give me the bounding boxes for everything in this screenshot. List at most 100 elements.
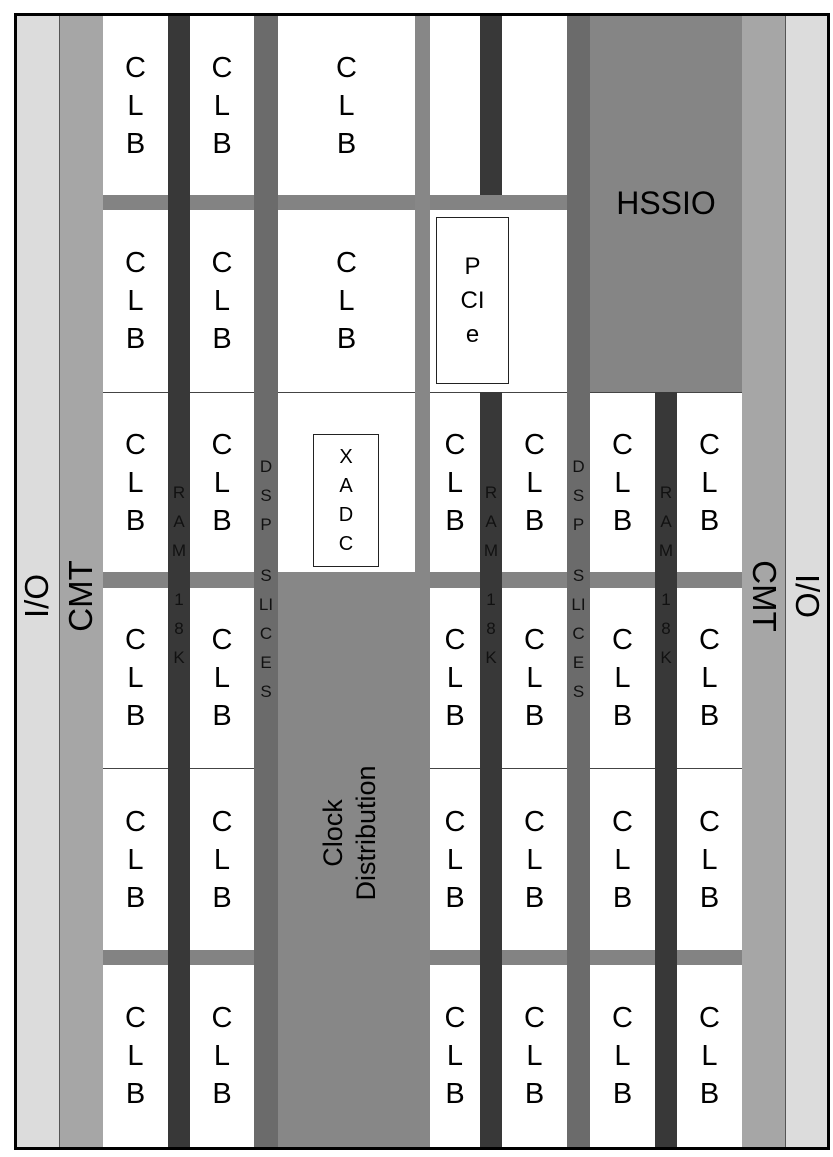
clb-label: CLB	[211, 428, 233, 537]
clb-block: CLB	[430, 392, 480, 572]
dsp-label: DSP SLICES	[567, 452, 590, 706]
routing-bar	[103, 195, 567, 210]
clb-label: CLB	[211, 805, 233, 914]
hssio-block	[590, 16, 742, 392]
io-column-left	[17, 16, 59, 1147]
clock-distribution-region	[278, 572, 430, 1147]
clb-label: CLB	[524, 428, 545, 537]
clb-label: CLB	[524, 624, 545, 732]
clb-label: CLB	[125, 624, 146, 732]
clb-block: CLB	[103, 768, 168, 950]
clb-block: CLB	[502, 768, 567, 950]
pcie-label: PCIe	[460, 252, 485, 348]
clb-block: CLB	[502, 392, 567, 572]
hssio-label: HSSIO	[616, 185, 716, 221]
clock-label-line1: Clock	[318, 799, 348, 867]
clb-block: CLB	[103, 16, 168, 195]
dsp-slices-column	[254, 16, 278, 1147]
clb-label: CLB	[444, 624, 466, 732]
clb-block: CLB	[677, 588, 742, 768]
pcie-block: PCIe	[436, 217, 509, 384]
ram-label-line2: 18K	[660, 590, 672, 667]
clb-block: CLB	[590, 588, 655, 768]
clb-label: CLB	[444, 1002, 466, 1110]
cmt-label-left: CMT	[62, 560, 99, 632]
clb-label: CLB	[125, 428, 146, 537]
clb-block: CLB	[190, 16, 254, 195]
clb-block: CLB	[502, 588, 567, 768]
empty-block	[430, 16, 480, 195]
clb-block: CLB	[103, 965, 168, 1147]
clb-label: CLB	[524, 805, 545, 914]
clock-spine	[415, 16, 430, 1147]
clb-block: CLB	[278, 210, 415, 392]
cmt-column-right	[742, 16, 785, 1147]
clb-block: CLB	[502, 965, 567, 1147]
dsp-label: DSP SLICES	[254, 452, 278, 706]
clb-label: CLB	[612, 624, 633, 732]
clb-block: CLB	[590, 392, 655, 572]
clb-label: CLB	[699, 624, 720, 732]
dsp-label-line2: SLICES	[571, 566, 586, 701]
clb-label: CLB	[211, 247, 233, 355]
clb-block: CLB	[190, 768, 254, 950]
clb-label: CLB	[699, 428, 720, 537]
clb-label: CLB	[211, 624, 233, 732]
clb-label: CLB	[125, 1002, 146, 1110]
io-label-right: I/O	[789, 573, 826, 618]
clb-block: CLB	[190, 965, 254, 1147]
block-ram-column	[168, 16, 190, 1147]
clb-block: CLB	[430, 965, 480, 1147]
clb-label: CLB	[125, 51, 146, 160]
io-label-left: I/O	[18, 574, 55, 619]
ram-label-line1: RAM	[658, 483, 674, 560]
cmt-label-right: CMT	[746, 560, 783, 632]
ram-label: RAM 18K	[655, 478, 677, 672]
clock-distribution-label: Clock Distribution	[317, 723, 383, 943]
clb-label: CLB	[444, 428, 466, 537]
empty-block	[502, 16, 567, 195]
block-ram-column	[480, 16, 502, 195]
clb-block: CLB	[677, 392, 742, 572]
ram-label: RAM 18K	[168, 478, 190, 672]
clb-label: CLB	[336, 51, 357, 160]
clb-label: CLB	[612, 428, 633, 537]
clb-block: CLB	[190, 588, 254, 768]
clb-label: CLB	[612, 1002, 633, 1110]
clb-block: CLB	[430, 588, 480, 768]
dsp-label-line1: DSP	[572, 457, 585, 534]
clb-label: CLB	[211, 1002, 233, 1110]
clb-label: CLB	[211, 51, 233, 160]
clb-label: CLB	[444, 805, 466, 914]
io-column-right	[786, 16, 827, 1147]
block-ram-column	[480, 392, 502, 1147]
clb-block: CLB	[190, 392, 254, 572]
ram-label-line2: 18K	[173, 590, 185, 667]
clock-label-line2: Distribution	[351, 765, 381, 901]
dsp-label-line1: DSP	[259, 457, 273, 534]
block-ram-column	[655, 392, 677, 1147]
clb-label: CLB	[699, 805, 720, 914]
clb-block: CLB	[103, 210, 168, 392]
clb-block: CLB	[590, 965, 655, 1147]
clb-block: CLB	[278, 16, 415, 195]
clb-block: CLB	[103, 588, 168, 768]
clb-label: CLB	[524, 1002, 545, 1110]
divider	[785, 16, 786, 1147]
ram-label-line1: RAM	[483, 483, 499, 560]
clb-block: CLB	[677, 965, 742, 1147]
dsp-label-line2: SLICES	[258, 566, 274, 701]
clb-block: CLB	[103, 392, 168, 572]
cmt-column-left	[60, 16, 103, 1147]
clb-block: CLB	[430, 768, 480, 950]
clb-label: CLB	[125, 805, 146, 914]
ram-label: RAM 18K	[480, 478, 502, 672]
ram-label-line2: 18K	[485, 590, 497, 667]
clb-block: CLB	[190, 210, 254, 392]
dsp-slices-column	[567, 16, 590, 1147]
clb-block: CLB	[677, 768, 742, 950]
ram-label-line1: RAM	[171, 483, 187, 560]
clb-label: CLB	[336, 247, 357, 355]
clb-label: CLB	[125, 247, 146, 355]
clb-block: CLB	[590, 768, 655, 950]
